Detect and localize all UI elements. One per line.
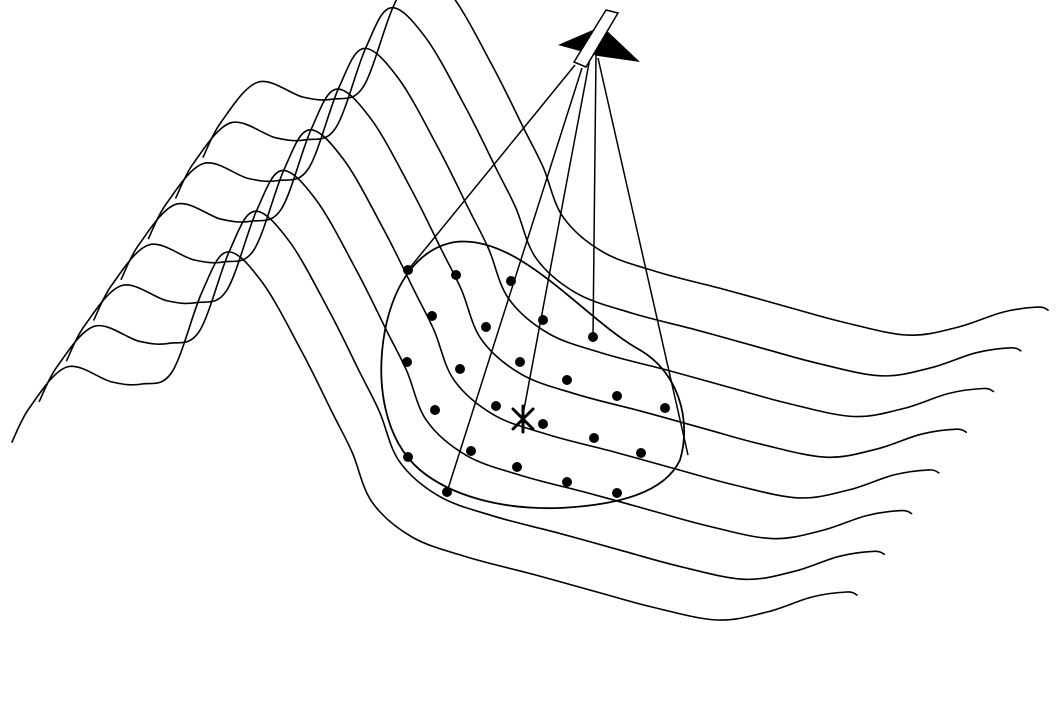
sample-point	[660, 403, 670, 413]
sample-point	[491, 401, 501, 411]
target-point-icon	[513, 406, 533, 432]
sample-point	[481, 322, 491, 332]
terrain-profile-line	[121, 89, 966, 457]
sample-point	[562, 375, 572, 385]
terrain-profiles	[12, 0, 1048, 620]
sample-point	[455, 364, 465, 374]
sensor-rays	[408, 55, 688, 492]
sample-point	[466, 446, 476, 456]
sample-point	[538, 419, 548, 429]
sample-point	[562, 477, 572, 487]
sample-point	[612, 488, 622, 498]
sample-point	[442, 487, 452, 497]
sample-point	[427, 311, 437, 321]
sample-point	[538, 315, 548, 325]
sensor-ray	[593, 55, 596, 337]
sample-point	[451, 270, 461, 280]
sample-point	[612, 391, 622, 401]
sample-point	[589, 433, 599, 443]
scan-footprint-outline	[381, 241, 684, 508]
sample-point	[403, 452, 413, 462]
sample-point	[403, 265, 413, 275]
sample-point	[402, 357, 412, 367]
sample-point	[506, 276, 516, 286]
sample-point	[588, 332, 598, 342]
sample-point	[430, 405, 440, 415]
sensor-ray	[522, 58, 590, 420]
sample-point	[512, 462, 522, 472]
sample-point	[636, 448, 646, 458]
sample-point	[515, 357, 525, 367]
aircraft-icon	[558, 10, 640, 67]
